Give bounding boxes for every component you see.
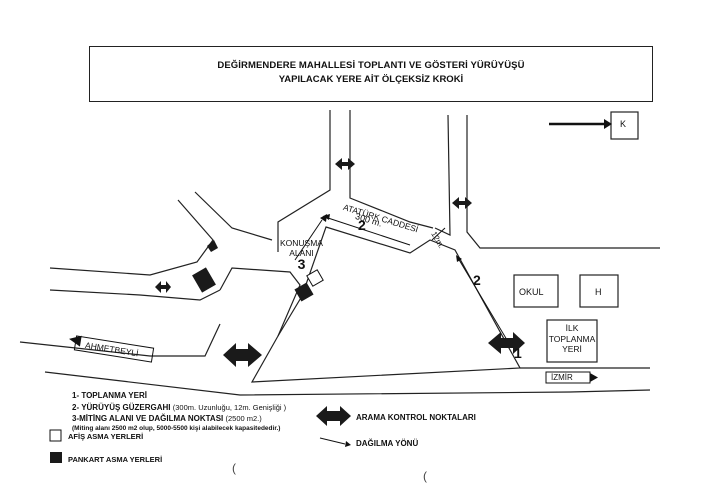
poster-marker (306, 269, 324, 287)
north-label: K (620, 119, 627, 129)
legend-item-route-detail: (300m. Uzunluğu, 12m. Genişliği ) (172, 403, 287, 412)
school-building (513, 274, 559, 308)
route-arrow-top (324, 216, 411, 246)
route-arrow-head (456, 255, 462, 262)
banner-marker (192, 267, 216, 293)
scan-mark: ( (232, 461, 236, 475)
map-title-line1: DEĞİRMENDERE MAHALLESİ TOPLANTI VE GÖSTE… (217, 60, 525, 71)
search-marker (335, 158, 355, 170)
road-outlines (19, 110, 660, 396)
route-arrow-side (457, 257, 511, 346)
legend-item-rally-title: 3-MİTİNG ALANI VE DAĞILMA NOKTASI (72, 414, 224, 423)
gathering-line3: YERİ (562, 344, 582, 354)
right-direction-label: İZMİR (551, 373, 573, 382)
search-marker (452, 197, 472, 209)
legend-dispersal-line (319, 437, 346, 445)
road-edge (194, 191, 273, 241)
school-label: OKUL (519, 287, 544, 297)
map-title-line2: YAPILACAK YERE AİT ÖLÇEKSİZ KROKİ (278, 74, 464, 85)
right-direction-head (590, 373, 598, 382)
route-arrow-up (294, 219, 323, 261)
gathering-line1: İLK (565, 323, 579, 333)
route-arrow-head (320, 214, 327, 222)
meeting-area-line1: KONUŞMA (280, 238, 323, 248)
route-number-side: 2 (473, 272, 481, 288)
h-building (579, 274, 619, 308)
legend-item-rally-detail: (2500 m2.) (225, 414, 262, 423)
road-edge (434, 114, 451, 236)
legend-item-route-title: 2- YÜRÜYÜŞ GÜZERGAHI (72, 403, 171, 412)
gathering-number: 1 (514, 345, 522, 361)
route-number-top: 2 (358, 217, 366, 233)
legend-rally-note: (Miting alanı 2500 m2 olup, 5000-5500 ki… (72, 425, 281, 432)
map-title-box: DEĞİRMENDERE MAHALLESİ TOPLANTI VE GÖSTE… (89, 46, 653, 102)
legend-item-gathering: 1- TOPLANMA YERİ (72, 391, 147, 400)
road-edge (44, 371, 651, 396)
search-marker (223, 343, 262, 367)
left-direction-head (69, 335, 82, 347)
legend-dispersal-head (345, 441, 351, 447)
scan-mark: ( (423, 469, 427, 483)
legend-item-route: 2- YÜRÜYÜŞ GÜZERGAHI (300m. Uzunluğu, 12… (72, 403, 286, 412)
legend-poster-swatch (49, 429, 62, 442)
meeting-area-line2: ALANI (289, 248, 314, 258)
meeting-area-number: 3 (297, 256, 306, 272)
banner-markers (192, 240, 324, 302)
search-marker (155, 281, 171, 293)
width-dimension (431, 227, 446, 241)
legend-poster-label: AFİŞ ASMA YERLERİ (68, 432, 144, 441)
banner-marker (294, 282, 314, 302)
road-edge (219, 267, 301, 337)
road-edge (19, 323, 221, 357)
gathering-line2: TOPLANMA (548, 333, 596, 344)
banner-marker (207, 240, 218, 252)
gathering-area-label: İLK TOPLANMA YERİ (547, 323, 597, 355)
buildings (513, 111, 639, 363)
meeting-area-label: KONUŞMA ALANI 3 (280, 238, 323, 272)
road-edge (349, 110, 434, 229)
road-edge (49, 199, 214, 276)
north-box (610, 111, 639, 140)
search-markers (155, 158, 525, 367)
search-marker (488, 332, 525, 354)
legend-search-label: ARAMA KONTROL NOKTALARI (356, 413, 476, 422)
legend-search-icon (316, 406, 351, 426)
north-arrow-head (604, 119, 612, 129)
road-edge (466, 115, 660, 249)
road-edge (277, 110, 331, 252)
legend-item-rally: 3-MİTİNG ALANI VE DAĞILMA NOKTASI (2500 … (72, 414, 262, 423)
legend-dispersal-label: DAĞILMA YÖNÜ (356, 439, 419, 448)
road-edge (49, 289, 221, 301)
legend-banner-swatch (50, 452, 62, 463)
h-label: H (595, 287, 602, 297)
gathering-area (546, 319, 598, 363)
legend-banner-label: PANKART ASMA YERLERİ (68, 455, 163, 464)
